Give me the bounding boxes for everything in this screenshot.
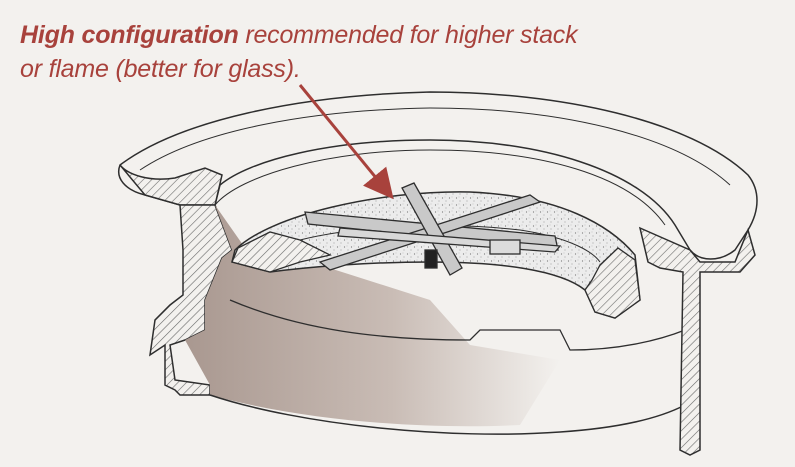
base-outline — [209, 299, 686, 435]
bowl-rim — [118, 91, 758, 260]
burner-bars — [304, 182, 562, 276]
annotation-line-1-rest: recommended for higher stack — [238, 21, 578, 49]
annotation-line-2: or flame (better for glass). — [20, 55, 301, 83]
right-wall-section — [638, 226, 756, 456]
annotation-line-1: High configuration recommended for highe… — [20, 18, 578, 52]
annotation-arrow — [298, 84, 394, 200]
left-wall-section — [119, 164, 233, 396]
annotation-bold-text: High configuration — [20, 21, 239, 49]
annotation-caption: High configuration recommended for highe… — [20, 18, 578, 86]
